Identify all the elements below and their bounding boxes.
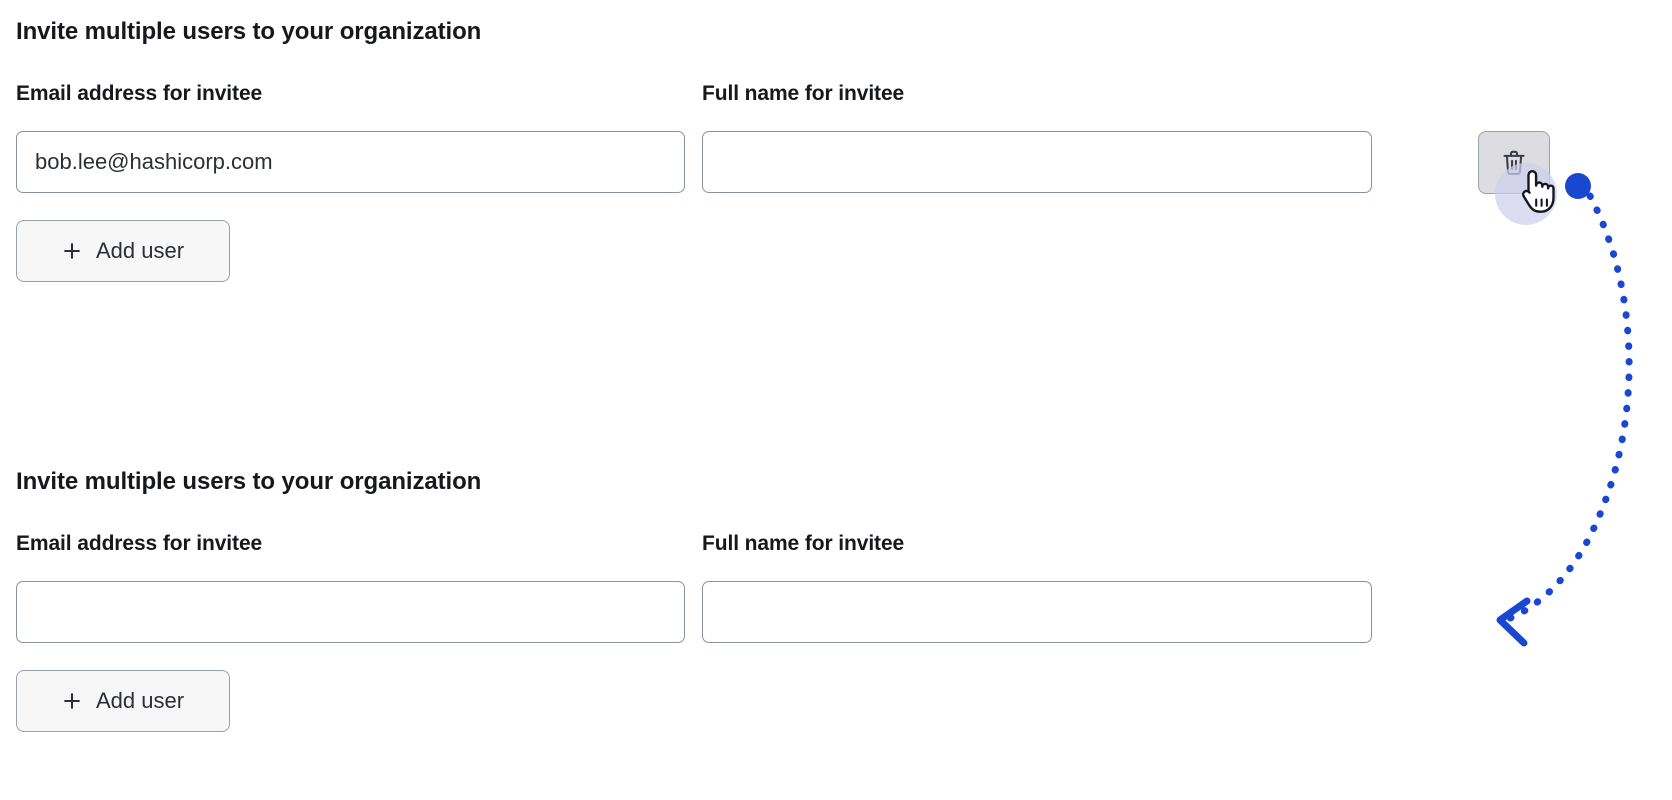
annotation-start-dot [1565,173,1591,199]
annotation-dotted-path [1498,192,1633,625]
pointing-hand-cursor-icon [1516,168,1556,216]
email-field-label: Email address for invitee [16,82,263,105]
email-input-2[interactable] [16,581,685,643]
add-user-label-2: Add user [95,688,185,713]
plus-icon-2 [62,691,82,711]
fullname-field-label-2: Full name for invitee [702,532,905,555]
email-input[interactable] [16,131,685,193]
fullname-input[interactable] [702,131,1372,193]
fullname-input-2[interactable] [702,581,1372,643]
fullname-field-label: Full name for invitee [702,82,905,105]
annotation-arrowhead-icon [1496,597,1531,647]
plus-icon [62,241,82,261]
page-title-2: Invite multiple users to your organizati… [16,468,482,495]
add-user-label: Add user [95,238,185,263]
add-user-button-2[interactable]: Add user [16,670,230,732]
email-field-label-2: Email address for invitee [16,532,263,555]
add-user-button[interactable]: Add user [16,220,230,282]
page-title: Invite multiple users to your organizati… [16,18,482,45]
